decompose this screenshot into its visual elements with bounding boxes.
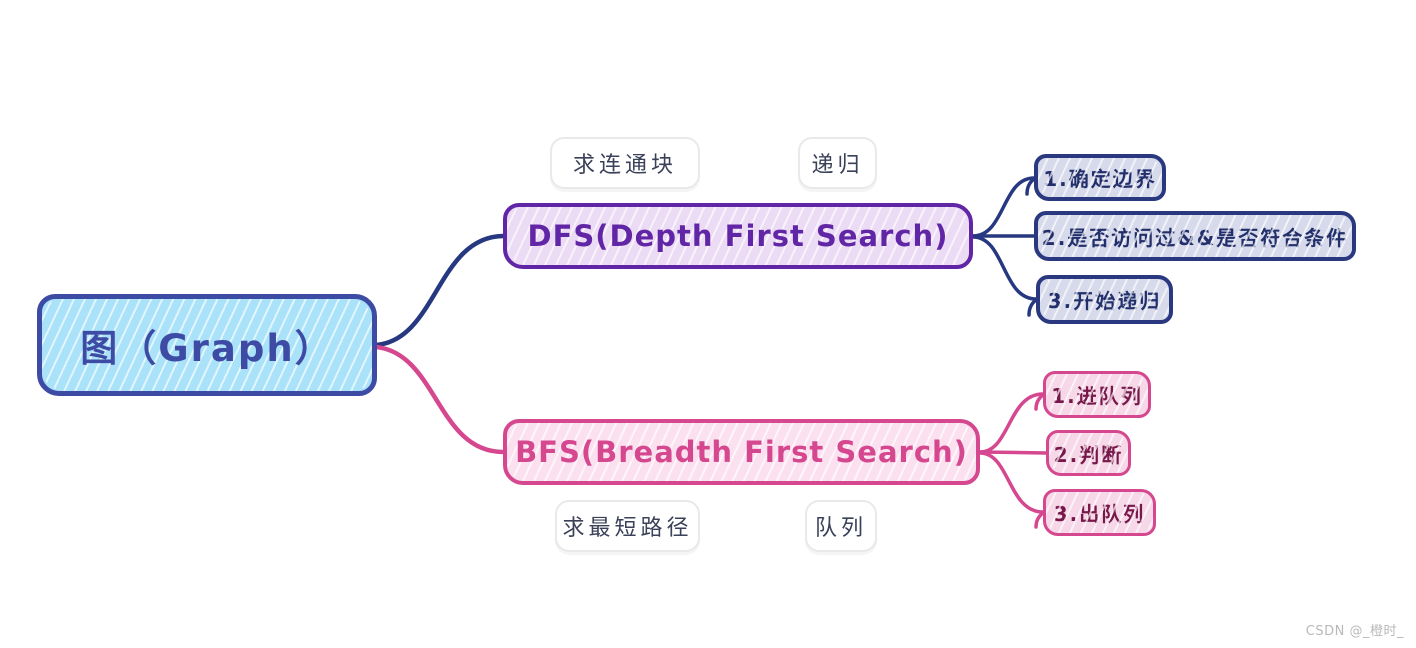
connector-dfs-child-1 [971, 176, 1036, 238]
connector-bfs-child-1 [978, 392, 1045, 454]
connector-bfs-child-2 [978, 450, 1048, 455]
bfs-child-2-label: 2.判断 [1053, 442, 1124, 467]
bfs-child-node-1[interactable]: 1.进队列 [1043, 371, 1151, 418]
connector-hook-dfs-1 [1025, 177, 1036, 196]
bfs-child-3-label: 3.出队列 [1053, 502, 1146, 526]
connector-hook-dfs-3 [1027, 298, 1038, 317]
dfs-child-1-label: 1.确定边界 [1043, 167, 1157, 191]
dfs-child-node-2[interactable]: 2.是否访问过&&是否符合条件 [1034, 211, 1356, 261]
tag-shortest-path-label: 求最短路径 [562, 516, 693, 541]
tag-queue-label: 队列 [814, 516, 867, 541]
connector-hook-bfs-1 [1034, 393, 1045, 411]
connector-dfs-child-3 [971, 235, 1038, 301]
tag-queue[interactable]: 队列 [805, 500, 877, 552]
csdn-watermark: CSDN @_橙时_ [1305, 624, 1404, 639]
dfs-child-2-label: 2.是否访问过&&是否符合条件 [1041, 225, 1349, 250]
branch-node-dfs-label: DFS(Depth First Search) [527, 219, 949, 253]
bfs-child-1-label: 1.进队列 [1051, 384, 1143, 408]
node-graph-root[interactable]: 图（Graph） [37, 294, 377, 396]
connector-hook-bfs-3 [1034, 511, 1045, 529]
branch-node-bfs[interactable]: BFS(Breadth First Search) [503, 419, 980, 485]
connector-root-dfs [373, 233, 506, 348]
bfs-child-node-2[interactable]: 2.判断 [1046, 430, 1131, 476]
tag-recursion-label: 递归 [811, 153, 864, 178]
dfs-child-3-label: 3.开始递归 [1047, 289, 1162, 313]
dfs-child-node-1[interactable]: 1.确定边界 [1034, 154, 1166, 201]
branch-node-bfs-label: BFS(Breadth First Search) [515, 435, 968, 469]
bfs-child-node-3[interactable]: 3.出队列 [1043, 489, 1156, 536]
dfs-child-node-3[interactable]: 3.开始递归 [1036, 275, 1173, 324]
tag-connected-blocks[interactable]: 求连通块 [550, 137, 700, 189]
node-graph-root-label: 图（Graph） [80, 327, 334, 370]
branch-node-dfs[interactable]: DFS(Depth First Search) [503, 203, 973, 269]
tag-shortest-path[interactable]: 求最短路径 [555, 500, 700, 552]
tag-connected-blocks-label: 求连通块 [572, 153, 677, 178]
connector-bfs-child-3 [978, 451, 1045, 514]
tag-recursion[interactable]: 递归 [798, 137, 877, 189]
connector-root-bfs [373, 344, 506, 455]
